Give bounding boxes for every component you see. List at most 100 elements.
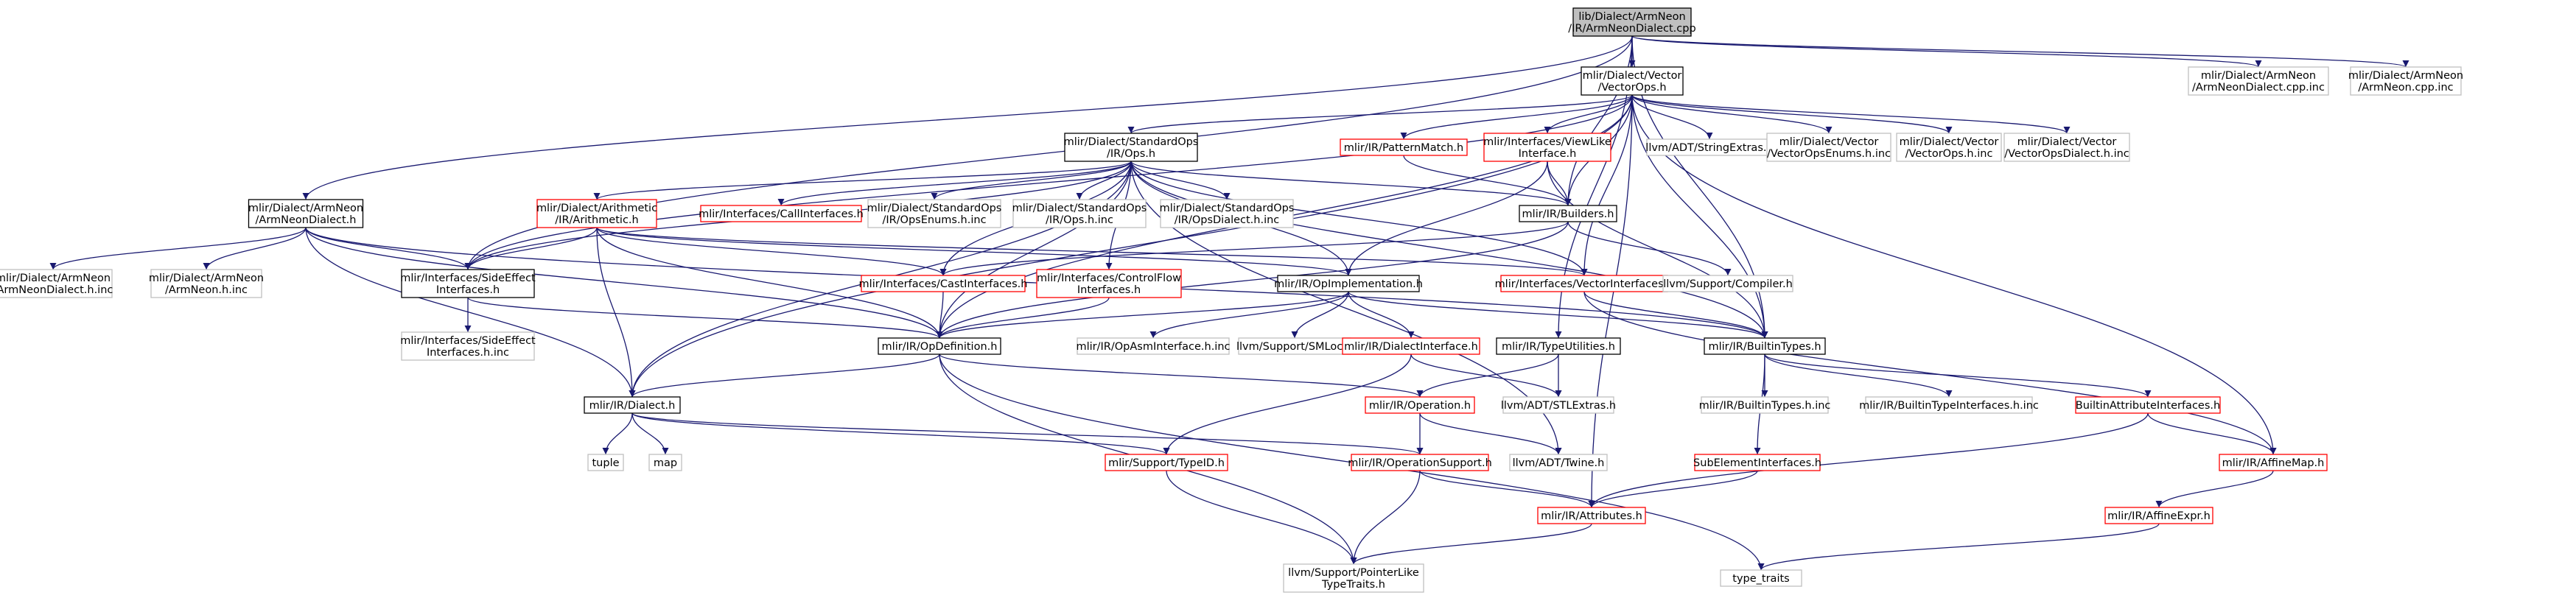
node-label-line: /IR/Ops.h bbox=[1107, 148, 1155, 160]
graph-node-map[interactable]: map bbox=[648, 454, 682, 471]
graph-node-opsasminterface-h-inc[interactable]: mlir/IR/OpAsmInterface.h.inc bbox=[1077, 337, 1231, 355]
graph-node-builders-h[interactable]: mlir/IR/Builders.h bbox=[1519, 205, 1617, 222]
node-label-line: tuple bbox=[592, 457, 619, 469]
graph-node-affineexpr-h[interactable]: mlir/IR/AffineExpr.h bbox=[2104, 507, 2213, 524]
include-edge bbox=[596, 227, 947, 276]
node-box bbox=[1036, 269, 1182, 298]
include-edge bbox=[593, 161, 1132, 200]
node-box bbox=[2104, 507, 2213, 524]
include-edge bbox=[1631, 35, 2409, 68]
graph-node-standardops-h[interactable]: mlir/Dialect/StandardOps/IR/Ops.h bbox=[1064, 133, 1199, 162]
include-edge bbox=[596, 227, 636, 398]
node-box bbox=[401, 269, 535, 298]
graph-node-dialect-h[interactable]: mlir/IR/Dialect.h bbox=[584, 396, 681, 414]
graph-node-armneondialect-cpp-inc[interactable]: mlir/Dialect/ArmNeon/ArmNeonDialect.cpp.… bbox=[2188, 66, 2329, 96]
graph-node-stlextras-h[interactable]: llvm/ADT/STLExtras.h bbox=[1501, 396, 1616, 414]
graph-node-arithmetic-h[interactable]: mlir/Dialect/Arithmetic/IR/Arithmetic.h bbox=[536, 199, 657, 228]
graph-node-builtinattributeinterfaces-h[interactable]: BuiltinAttributeInterfaces.h bbox=[2075, 396, 2221, 414]
node-label-line: llvm/Support/Compiler.h bbox=[1663, 278, 1793, 290]
graph-node-stringextras-h[interactable]: llvm/ADT/StringExtras.h bbox=[1645, 138, 1774, 156]
graph-node-typeutilities-h[interactable]: mlir/IR/TypeUtilities.h bbox=[1496, 337, 1621, 355]
graph-node-type-traits[interactable]: type_traits bbox=[1720, 569, 1802, 587]
node-label-line: map bbox=[654, 457, 677, 469]
include-edge bbox=[1583, 291, 2277, 455]
node-box bbox=[1340, 138, 1468, 156]
graph-node-stdopsenums-h-inc[interactable]: mlir/Dialect/StandardOps/IR/OpsEnums.h.i… bbox=[867, 199, 1002, 228]
graph-node-builtintypes-h-inc[interactable]: mlir/IR/BuiltinTypes.h.inc bbox=[1699, 396, 1831, 414]
graph-node-armneon-cpp-inc[interactable]: mlir/Dialect/ArmNeon/ArmNeon.cpp.inc bbox=[2348, 66, 2463, 96]
node-box bbox=[1766, 133, 1891, 162]
graph-node-vectorinterfaces-h[interactable]: mlir/Interfaces/VectorInterfaces.h bbox=[1495, 275, 1674, 292]
graph-node-operation-h[interactable]: mlir/IR/Operation.h bbox=[1365, 396, 1475, 414]
graph-node-armneondialect-h[interactable]: mlir/Dialect/ArmNeon/ArmNeonDialect.h bbox=[248, 199, 364, 228]
node-label-line: mlir/Dialect/StandardOps bbox=[1012, 203, 1147, 214]
graph-node-vectoropsenums-h-inc[interactable]: mlir/Dialect/Vector/VectorOpsEnums.h.inc bbox=[1766, 133, 1891, 162]
node-label-line: mlir/Dialect/Vector bbox=[1779, 136, 1879, 148]
include-edge bbox=[1764, 353, 1953, 398]
graph-node-typeid-h[interactable]: mlir/Support/TypeID.h bbox=[1105, 454, 1228, 471]
graph-node-tuple[interactable]: tuple bbox=[587, 454, 624, 471]
node-label-line: mlir/IR/Attributes.h bbox=[1541, 510, 1642, 522]
include-edge bbox=[631, 412, 669, 455]
graph-node-vectorops-h-inc[interactable]: mlir/Dialect/Vector/VectorOps.h.inc bbox=[1896, 133, 2002, 162]
node-box bbox=[1865, 396, 2033, 414]
graph-node-twine-h[interactable]: llvm/ADT/Twine.h bbox=[1509, 454, 1608, 471]
include-edge bbox=[1631, 94, 2277, 455]
node-box bbox=[867, 199, 1001, 228]
graph-node-vectoropsdialect-h-inc[interactable]: mlir/Dialect/Vector/VectorOpsDialect.h.i… bbox=[2003, 133, 2130, 162]
graph-node-stdopsdialect-h-inc[interactable]: mlir/Dialect/StandardOps/IR/OpsDialect.h… bbox=[1160, 199, 1295, 228]
include-edge bbox=[1631, 35, 2262, 68]
include-edge bbox=[1127, 94, 1633, 134]
graph-node-compiler-h[interactable]: llvm/Support/Compiler.h bbox=[1662, 275, 1793, 292]
graph-node-dialectinterface-h[interactable]: mlir/IR/DialectInterface.h bbox=[1342, 337, 1480, 355]
include-edge bbox=[1130, 161, 1588, 276]
graph-node-armneondialect-h-inc[interactable]: mlir/Dialect/ArmNeon/ArmNeonDialect.h.in… bbox=[0, 269, 113, 298]
node-box bbox=[1537, 507, 1646, 524]
node-box bbox=[1519, 205, 1617, 222]
node-label-line: mlir/IR/OpImplementation.h bbox=[1274, 278, 1423, 290]
node-label-line: /ArmNeonDialect.h bbox=[256, 214, 357, 226]
graph-node-root[interactable]: lib/Dialect/ArmNeon/IR/ArmNeonDialect.cp… bbox=[1568, 7, 1696, 37]
include-edge bbox=[305, 227, 1768, 339]
node-label-line: /IR/Ops.h.inc bbox=[1046, 214, 1113, 226]
include-edge bbox=[1400, 94, 1633, 140]
include-edge bbox=[1348, 291, 1415, 339]
graph-node-castinterfaces-h[interactable]: mlir/Interfaces/CastInterfaces.h bbox=[859, 275, 1028, 292]
include-edge bbox=[1163, 353, 1412, 455]
graph-node-operationsupport-h[interactable]: mlir/IR/OperationSupport.h bbox=[1348, 454, 1492, 471]
graph-node-subelementinterfaces-h[interactable]: SubElementInterfaces.h bbox=[1693, 454, 1821, 471]
node-label-line: /IR/Arithmetic.h bbox=[555, 214, 638, 226]
node-box bbox=[1896, 133, 2002, 162]
node-label-line: mlir/IR/AffineExpr.h bbox=[2107, 510, 2211, 522]
graph-node-builtintypes-h[interactable]: mlir/IR/BuiltinTypes.h bbox=[1704, 337, 1826, 355]
node-box bbox=[1572, 7, 1692, 37]
graph-node-patternmatch-h[interactable]: mlir/IR/PatternMatch.h bbox=[1340, 138, 1468, 156]
graph-node-builtintypeinterfaces-h-inc[interactable]: mlir/IR/BuiltinTypeInterfaces.h.inc bbox=[1859, 396, 2039, 414]
node-box bbox=[861, 275, 1026, 292]
include-edge bbox=[464, 227, 598, 270]
graph-node-smloc-h[interactable]: llvm/Support/SMLoc.h bbox=[1236, 337, 1353, 355]
node-label-line: /VectorOpsEnums.h.inc bbox=[1767, 148, 1891, 160]
graph-node-vectorops-h[interactable]: mlir/Dialect/Vector/VectorOps.h bbox=[1581, 66, 1684, 96]
node-box bbox=[1351, 454, 1489, 471]
graph-node-sideeffect-h-inc[interactable]: mlir/Interfaces/SideEffectInterfaces.h.i… bbox=[400, 331, 536, 361]
graph-node-opimplementation-h[interactable]: mlir/IR/OpImplementation.h bbox=[1274, 275, 1423, 292]
include-edge bbox=[596, 227, 943, 339]
graph-node-opdefinition-h[interactable]: mlir/IR/OpDefinition.h bbox=[878, 337, 1001, 355]
graph-node-callinterfaces-h[interactable]: mlir/Interfaces/CallInterfaces.h bbox=[699, 205, 864, 222]
node-box bbox=[1283, 563, 1424, 593]
graph-node-affinemap-h[interactable]: mlir/IR/AffineMap.h bbox=[2219, 454, 2328, 471]
include-edge bbox=[777, 161, 1132, 206]
node-box bbox=[1342, 337, 1480, 355]
node-box bbox=[1160, 199, 1294, 228]
graph-node-armneon-h-inc[interactable]: mlir/Dialect/ArmNeon/ArmNeon.h.inc bbox=[149, 269, 264, 298]
node-box bbox=[1064, 133, 1198, 162]
graph-node-attributes-h[interactable]: mlir/IR/Attributes.h bbox=[1537, 507, 1646, 524]
node-label-line: TypeTraits.h bbox=[1321, 579, 1385, 591]
node-label-line: mlir/Dialect/ArmNeon bbox=[248, 203, 363, 214]
graph-node-stdops-h-inc[interactable]: mlir/Dialect/StandardOps/IR/Ops.h.inc bbox=[1012, 199, 1147, 228]
